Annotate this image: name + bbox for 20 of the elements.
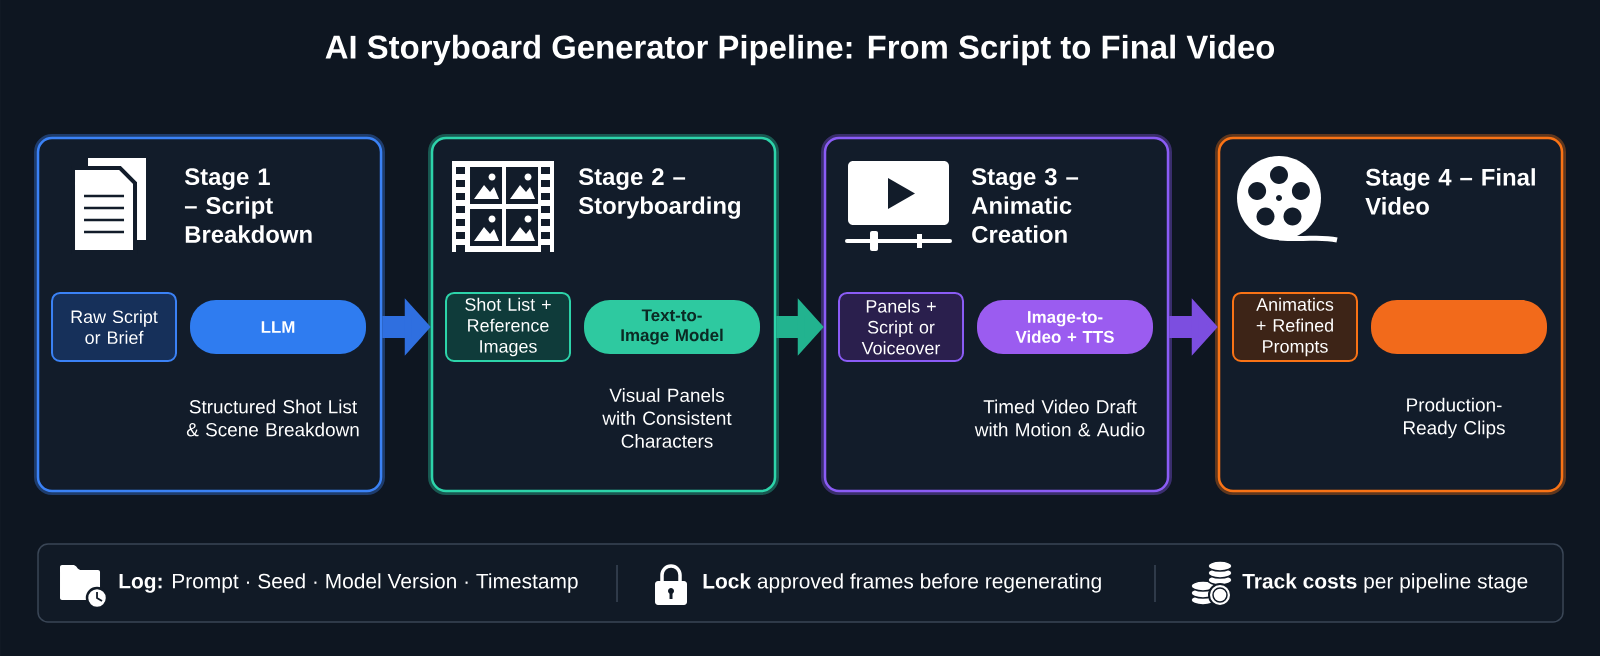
stage-heading: Stage 2 – Storyboarding [578, 168, 740, 219]
model-pill: Image-to-Video + TTS [977, 300, 1153, 354]
input-box: Shot List + Reference Images [445, 292, 571, 362]
note-text: Track costs per pipeline stage [1242, 573, 1528, 593]
output-text: Timed Video Draft with Motion & Audio [974, 399, 1145, 437]
input-box: Panels + Script or Voiceover [838, 292, 964, 362]
input-box: Animatics + Refined Prompts [1232, 292, 1358, 362]
model-pill [1371, 300, 1547, 354]
output-text: Structured Shot List & Scene Breakdown [186, 399, 359, 437]
note-text: Log: Prompt · Seed · Model Version · Timestamp [119, 573, 578, 593]
title: AI Storyboard Generator Pipeline: From Script to Final Video [325, 34, 1275, 66]
stage-heading: Stage 3 – Animatic Creation [971, 168, 1079, 243]
note-text: Lock approved frames before regenerating [703, 573, 1101, 593]
model-pill: LLM [190, 300, 366, 354]
model-pill: Text-to-Image Model [584, 300, 760, 354]
stage-heading: Stage 1 – Script Breakdown [184, 168, 312, 243]
output-text: Visual Panels with Consistent Characters [602, 388, 732, 448]
input-box: Raw Script or Brief [51, 292, 177, 362]
stage-heading: Stage 4 – Final Video [1365, 168, 1535, 215]
output-text: Production-Ready Clips [1404, 397, 1505, 439]
